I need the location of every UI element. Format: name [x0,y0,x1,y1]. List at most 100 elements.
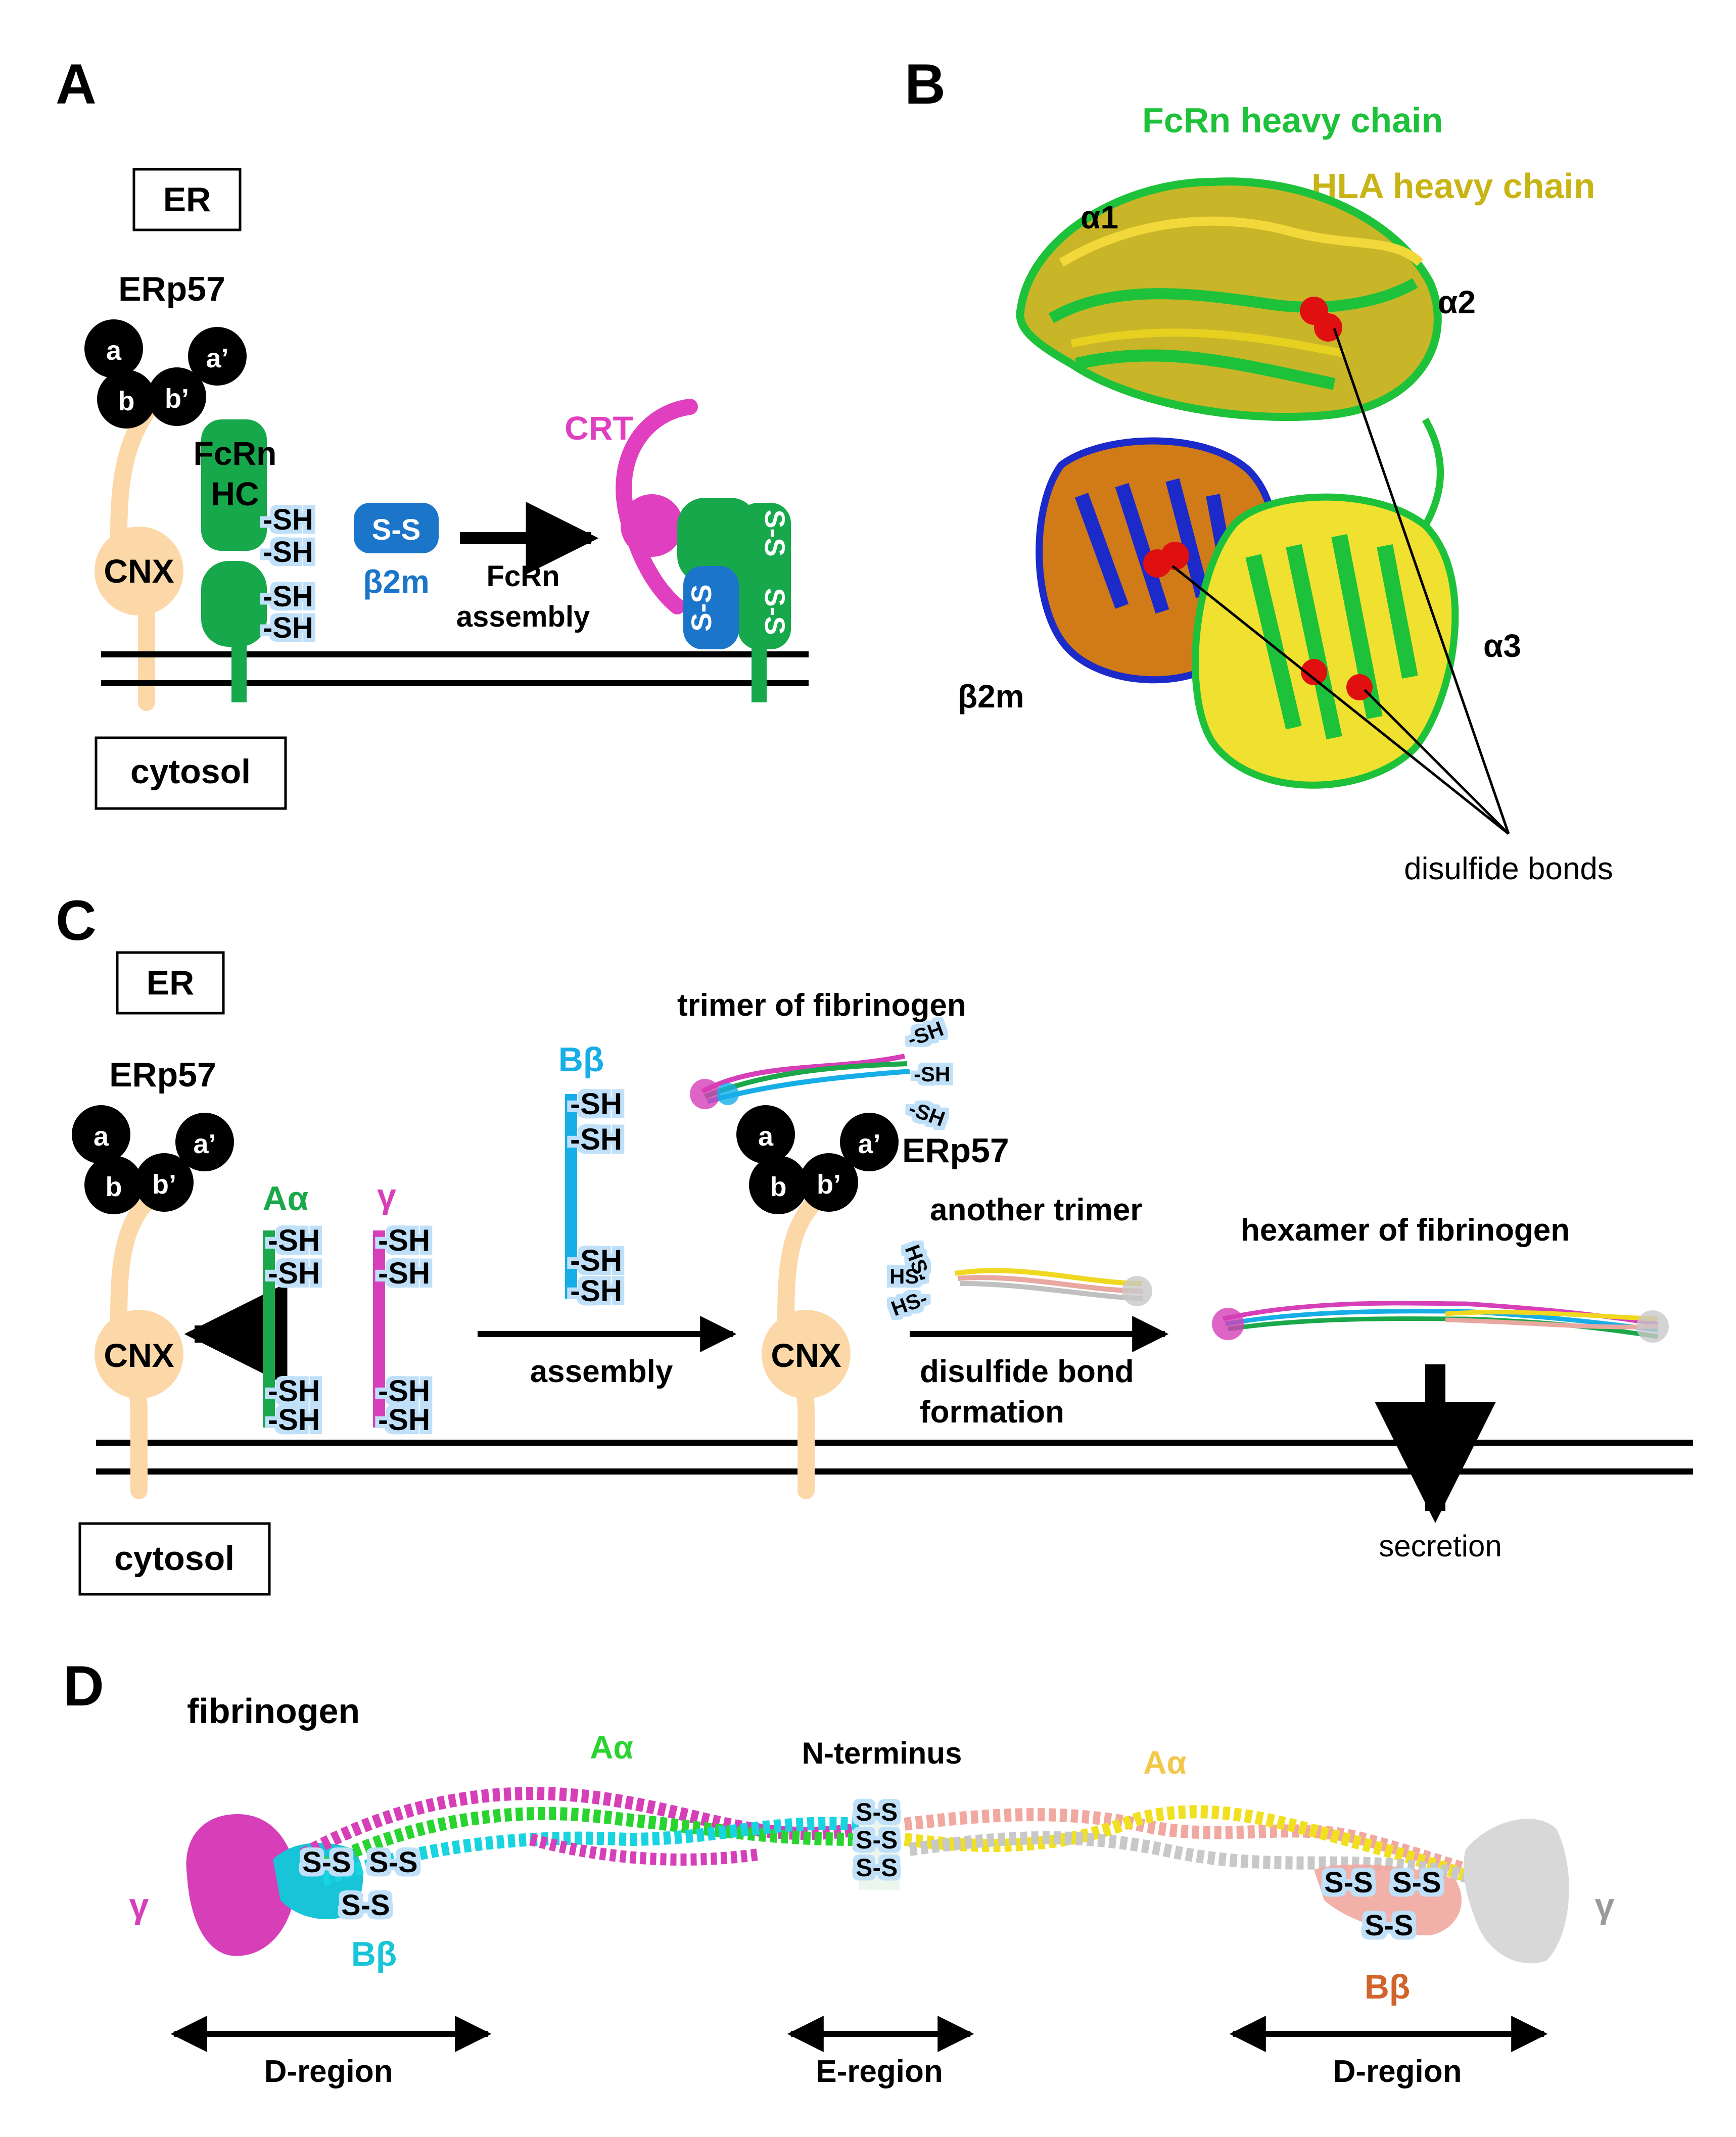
a-alpha-right-label: Aα [1143,1744,1187,1781]
fcrn-alpha3-domain [201,561,267,647]
fibrinogen-title: fibrinogen [187,1691,360,1731]
gamma-sh-3: -SH [378,1374,430,1408]
a-alpha-sh-1: -SH [268,1223,320,1257]
erp57-c-center-a-prime: a’ [858,1129,880,1159]
complex-fcrn-ss-2: S-S [759,588,791,635]
panel-a: A ER cytosol ERp57 CNX a b b’ a’ [56,53,809,810]
alpha1-label: α1 [1081,199,1118,235]
assembled-fcrn-complex: CRT S-S S-S S-S [565,399,791,702]
disulfide-bonds-label: disulfide bonds [1404,851,1613,886]
left-a-alpha-coil [310,1807,860,1876]
trimer-thiols: -SH -SH -SH [904,1017,950,1131]
gamma-sh-4: -SH [378,1403,430,1437]
another-trimer-hs-3: HS- [888,1286,930,1321]
fcrn-sh-4: -SH [263,611,313,644]
a-alpha-left-label: Aα [590,1729,633,1766]
erp57-label: ERp57 [118,270,225,308]
gamma-label-c: γ [377,1177,396,1215]
erp57-c-center-b-prime: b’ [817,1169,841,1200]
a-alpha-sh-3: -SH [268,1374,320,1408]
erp57-c-left-domain-b-prime [135,1153,194,1212]
right-gamma-nodule [1464,1819,1569,1964]
b2m-free [354,503,439,553]
right-gamma-coil [909,1831,1516,1905]
complex-b2m-ss: S-S [685,584,717,631]
erp57-b-label: b [118,386,135,416]
a-alpha-sh-4: -SH [268,1403,320,1437]
erp57-domain-a [84,319,143,378]
left-gamma-coil-tail [529,1833,759,1866]
alpha-helix-1 [1048,278,1418,323]
a-alpha-thiols: -SH -SH -SH -SH [268,1223,320,1437]
center-ss-3: S-S [856,1854,898,1882]
panel-a-letter: A [56,53,97,116]
panel-b-letter: B [905,53,946,116]
erp57-c-left-a-prime: a’ [193,1129,216,1159]
trimer-b-beta-node [717,1083,739,1105]
right-b-beta-nodule [1314,1864,1462,1935]
cnx-label-c-center: CNX [771,1337,841,1374]
cytosol-box-c [78,1522,271,1596]
b-beta-thiols: -SH -SH -SH -SH [570,1087,622,1308]
center-disulfides: S-S S-S S-S [856,1798,898,1882]
hexamer-label: hexamer of fibrinogen [1241,1213,1570,1248]
left-b-beta-coil [321,1817,860,1886]
cytosol-label: cytosol [130,752,251,791]
disulfide-alpha3-a [1301,659,1327,685]
erp57-c-left-domain-a [72,1105,130,1164]
fibrinogen-hexamer [1212,1301,1669,1343]
left-ss-3: S-S [341,1889,390,1922]
erp57-domain-b [97,370,156,429]
erp57-label-c: ERp57 [109,1056,216,1094]
left-ss-1: S-S [302,1846,351,1879]
assembly-label: assembly [530,1354,673,1389]
disulfide-formation-label-2: formation [920,1395,1064,1430]
erp57-c-left-domain-a-prime [175,1113,234,1171]
secretion-label: secretion [1379,1529,1502,1563]
hexamer-strand-4 [1445,1310,1658,1321]
alpha2-label: α2 [1438,284,1476,320]
b2m-free-ss: S-S [372,513,421,546]
protein-structure-overlay [1016,177,1459,789]
gamma-bar [373,1230,385,1428]
d-region-left-label: D-region [264,2054,393,2089]
another-trimer-label: another trimer [930,1193,1142,1227]
disulfide-formation-label-1: disulfide bond [920,1354,1134,1389]
b2m-structure-label: β2m [958,678,1024,715]
right-ss-1: S-S [1324,1866,1373,1899]
hexamer-gamma-right [1636,1310,1669,1343]
right-ss-3: S-S [1365,1909,1414,1942]
er-box-c [116,951,225,1015]
gamma-chain: γ -SH -SH -SH -SH [373,1177,430,1437]
another-trimer-thiols: HS- HS- HS- [888,1242,935,1320]
cnx-lectin-domain [95,527,183,615]
erp57-c-center-domain-b [749,1156,808,1214]
right-disulfides: S-S S-S S-S [1324,1866,1441,1942]
e-region-core [859,1819,900,1890]
fcrn-assembly-label-1: FcRn [487,560,560,593]
fibrinogen-another-trimer: HS- HS- HS- [888,1242,1152,1320]
gamma-left-label: γ [129,1886,149,1925]
another-trimer-gamma [960,1281,1144,1301]
erp57: a b b’ a’ [84,319,247,429]
a-alpha-bar [263,1230,275,1428]
b-beta-left-label: Bβ [351,1935,397,1973]
crt-globular-domain [621,494,683,557]
erp57-c-center-domain-a [736,1105,795,1164]
trimer-gamma-node [690,1079,720,1109]
beta-sheet-floor-hla [1070,328,1345,358]
er-label-c: ER [147,964,194,1002]
hla-heavy-chain-label: HLA heavy chain [1311,166,1595,206]
b-beta-bar [565,1094,577,1299]
center-ss-1: S-S [856,1798,898,1826]
fibrinogen-structure [186,1787,1569,1964]
fcrn-sh-2: -SH [263,536,313,568]
er-box [132,168,242,231]
erp57-a-prime-label: a’ [206,343,228,373]
hc-label: HC [211,475,259,512]
a-alpha-label-c: Aα [263,1179,309,1218]
b-beta-sh-2: -SH [570,1122,622,1156]
fcrn-heavy-chain: FcRn HC -SH -SH -SH -SH [194,419,313,702]
hexamer-strand-5 [1445,1317,1658,1329]
b-beta-right-label: Bβ [1365,1968,1411,2006]
